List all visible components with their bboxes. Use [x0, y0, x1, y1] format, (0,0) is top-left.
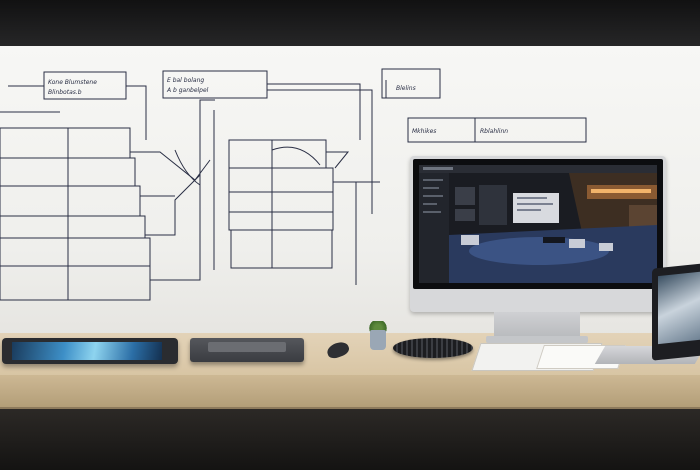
- round-speaker: [393, 338, 473, 358]
- tablet-device: [2, 338, 178, 364]
- sketch-label: A b ganbelpel: [166, 87, 209, 94]
- sketch-label: E bal bolang: [167, 77, 204, 84]
- monitor-render-preview: [419, 165, 657, 283]
- desk-edge: [0, 375, 700, 409]
- keyboard-device: [190, 338, 304, 362]
- sketch-label: Blinbotas.b: [48, 89, 82, 96]
- monitor-stand: [494, 312, 580, 338]
- tablet-screen: [12, 342, 162, 360]
- monitor-bezel: [413, 159, 663, 289]
- trackpad: [208, 342, 286, 352]
- plant-pot: [370, 330, 386, 350]
- sketch-label: Kone Blumstene: [48, 79, 97, 86]
- sketch-label: Mkhikes: [412, 128, 436, 135]
- floor: [0, 409, 700, 470]
- sketch-label: Blelins: [396, 85, 416, 92]
- sketch-label: Rblahlinn: [480, 128, 508, 135]
- monitor-stand-base: [486, 336, 588, 343]
- laptop-screen: [658, 271, 700, 345]
- ceiling-band: [0, 0, 700, 46]
- desktop-monitor: [410, 156, 666, 312]
- laptop-device: [652, 263, 700, 361]
- monitor-display: [419, 165, 657, 283]
